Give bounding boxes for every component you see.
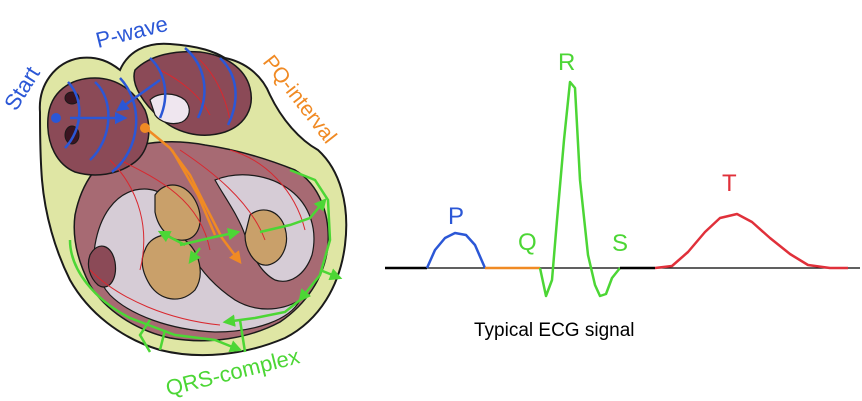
ecg-qrs-complex: [538, 80, 621, 298]
ecg-t-wave: [654, 212, 848, 270]
ecg-p-wave: [425, 231, 487, 269]
ecg-label-s: S: [612, 230, 628, 257]
ecg-label-t: T: [722, 170, 737, 197]
qrs-complex-path: [68, 168, 343, 353]
ecg-trace: [385, 80, 860, 298]
ecg-label-q: Q: [518, 229, 537, 256]
label-start: Start: [0, 62, 45, 115]
left-ventricle-chamber: [93, 188, 302, 333]
ecg-label-r: R: [558, 49, 575, 76]
ecg-label-p: P: [448, 203, 464, 230]
sa-node: [51, 113, 61, 123]
av-node: [140, 123, 150, 133]
papillary-muscle-4: [87, 245, 117, 288]
papillary-muscle-3: [244, 209, 288, 266]
conduction-fibres: [89, 59, 306, 326]
papillary-muscle-2: [154, 184, 201, 241]
pq-interval-path: [147, 129, 242, 264]
heart-illustration: Start P-wave PQ-interval QRS-complex: [0, 11, 348, 401]
ecg-caption: Typical ECG signal: [474, 320, 635, 341]
p-wave-propagation: [64, 47, 237, 173]
